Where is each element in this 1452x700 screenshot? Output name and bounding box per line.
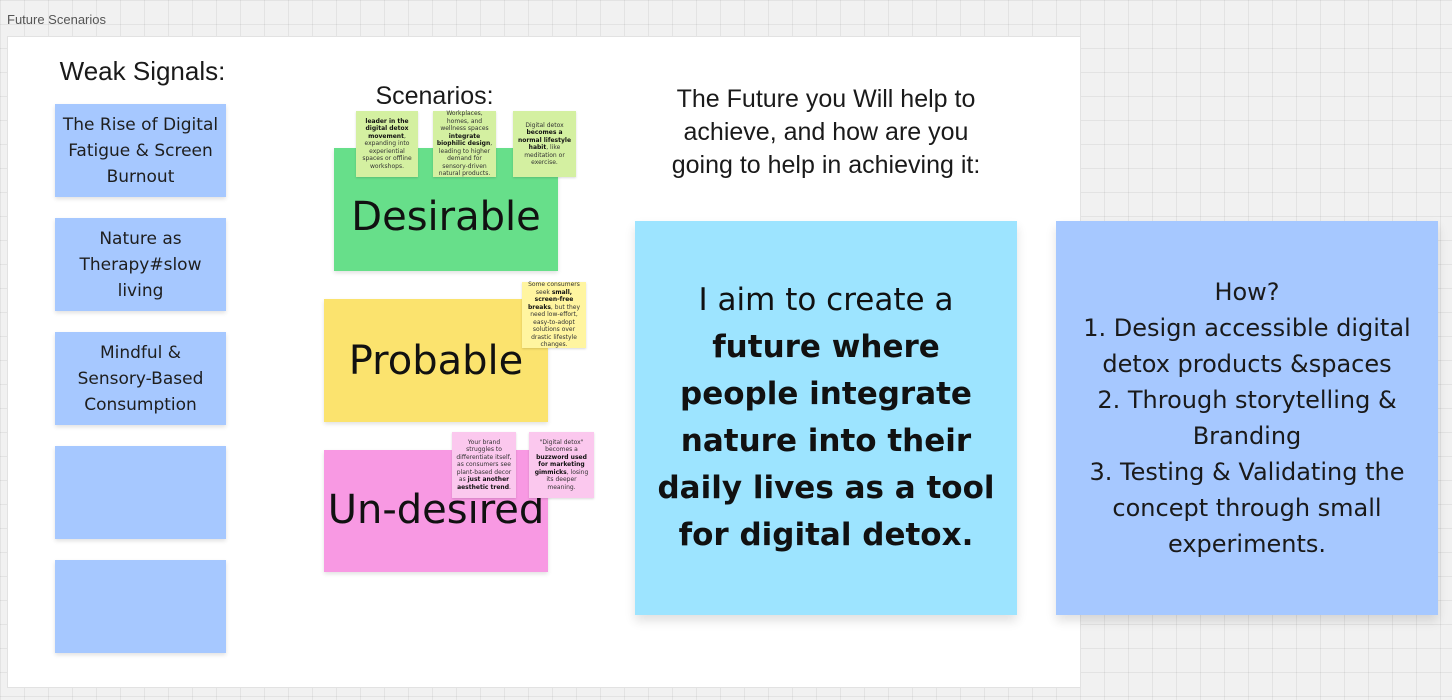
undesired-mini-note-1[interactable]: Your brand struggles to differentiate it…	[452, 432, 516, 498]
mini-note-text: , leading to higher demand for sensory-d…	[438, 140, 493, 178]
mini-note-text: Digital detox	[525, 121, 564, 129]
desirable-mini-note-3[interactable]: Digital detox becomes a normal lifestyle…	[513, 111, 576, 177]
scenarios-heading: Scenarios:	[375, 82, 494, 110]
mini-note-text: , but they need low-effort, easy-to-adop…	[530, 303, 581, 349]
weak-signal-note-1[interactable]: The Rise of Digital Fatigue & Screen Bur…	[55, 104, 226, 197]
how-line: 2. Through storytelling & Branding	[1097, 386, 1397, 450]
mini-note-bold: just another aesthetic trend	[457, 476, 510, 491]
mini-note-bold: leader in the digital detox movement	[365, 117, 409, 140]
future-heading: The Future you Will help to achieve, and…	[636, 83, 1016, 182]
how-line: 1. Design accessible digital detox produ…	[1083, 314, 1411, 378]
mini-note-text: Workplaces, homes, and wellness spaces	[440, 110, 489, 133]
mini-note-text: , like meditation or exercise.	[524, 144, 565, 166]
future-heading-line: achieve, and how are you	[683, 118, 969, 146]
mini-note-text: Some consumers seek	[528, 281, 580, 296]
mini-note-bold: small, screen-free breaks	[527, 288, 574, 311]
future-heading-line: The Future you Will help to	[676, 85, 976, 113]
mini-note-text: , expanding into experiential spaces or …	[362, 132, 412, 170]
mini-note-bold: becomes a normal lifestyle habit	[517, 129, 572, 151]
future-statement-note[interactable]: I aim to create a future where people in…	[635, 221, 1017, 615]
how-line: 3. Testing & Validating the concept thro…	[1089, 458, 1405, 558]
weak-signal-note-5[interactable]	[55, 560, 226, 653]
weak-signals-heading: Weak Signals:	[59, 56, 226, 86]
frame-title[interactable]: Future Scenarios	[7, 12, 106, 27]
desirable-mini-note-1[interactable]: leader in the digital detox movement, ex…	[356, 111, 418, 177]
probable-note[interactable]: Probable	[324, 299, 548, 422]
mini-note-bold: integrate biophilic design	[436, 132, 491, 148]
future-statement-intro: I aim to create a	[698, 282, 954, 318]
weak-signal-text: Nature as Therapy#slow living	[79, 228, 202, 301]
future-heading-line: going to help in achieving it:	[671, 151, 981, 179]
mini-note-text: .	[509, 483, 511, 491]
weak-signal-note-3[interactable]: Mindful & Sensory-Based Consumption	[55, 332, 226, 425]
probable-mini-note-1[interactable]: Some consumers seek small, screen-free b…	[522, 281, 586, 349]
weak-signal-text: The Rise of Digital Fatigue & Screen Bur…	[62, 114, 219, 187]
how-line: How?	[1214, 278, 1280, 306]
probable-label: Probable	[348, 337, 524, 384]
mini-note-text: Your brand struggles to differentiate it…	[456, 438, 512, 484]
weak-signal-text: Mindful & Sensory-Based Consumption	[77, 342, 204, 415]
undesired-mini-note-2[interactable]: "Digital detox" becomes a buzzword used …	[529, 432, 594, 498]
how-note[interactable]: How? 1. Design accessible digital detox …	[1056, 221, 1438, 615]
mini-note-text: "Digital detox" becomes a	[539, 438, 584, 454]
weak-signal-note-4[interactable]	[55, 446, 226, 539]
mini-note-text: , losing its deeper meaning.	[546, 468, 589, 491]
desirable-label: Desirable	[351, 193, 541, 240]
desirable-mini-note-2[interactable]: Workplaces, homes, and wellness spaces i…	[433, 110, 496, 178]
weak-signal-note-2[interactable]: Nature as Therapy#slow living	[55, 218, 226, 311]
mini-note-bold: buzzword used for marketing gimmicks	[534, 453, 587, 476]
future-statement-bold: future where people integrate nature int…	[657, 329, 995, 553]
